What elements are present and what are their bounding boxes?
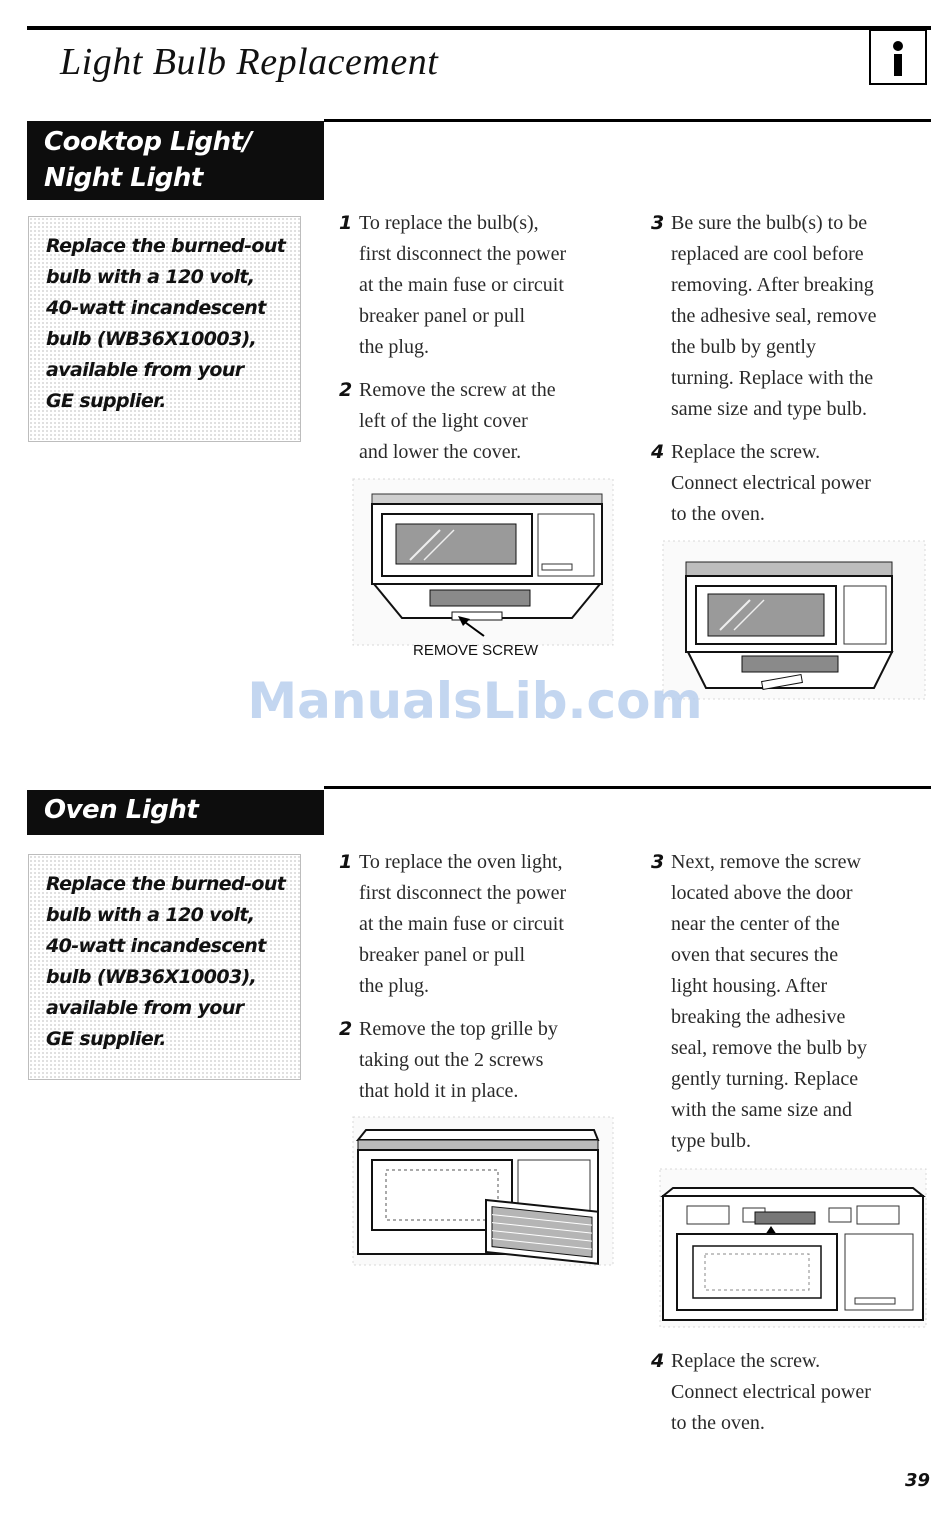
step-number: 4 (651, 441, 665, 463)
watermark: ManualsLib.com (247, 672, 703, 730)
step-1: 1 To replace the bulb(s), first disconne… (339, 208, 629, 363)
microwave-remove-screw-illustration (352, 478, 614, 646)
step-number: 1 (339, 851, 353, 873)
note-text: Replace the burned-out bulb with a 120 v… (46, 873, 286, 1050)
note-box-cooktop: Replace the burned-out bulb with a 120 v… (28, 216, 301, 442)
note-box-oven: Replace the burned-out bulb with a 120 v… (28, 854, 301, 1080)
page-number: 39 (904, 1470, 930, 1491)
note-text: Replace the burned-out bulb with a 120 v… (46, 235, 286, 412)
step-number: 3 (651, 851, 665, 873)
step-number: 2 (339, 1018, 353, 1040)
section-heading-cooktop-light: Cooktop Light/ Night Light (27, 121, 324, 200)
step-4: 4 Replace the screw. Connect electrical … (651, 1346, 936, 1439)
step-number: 1 (339, 212, 353, 234)
section-rule (324, 786, 931, 789)
microwave-light-cover-illustration (662, 540, 926, 700)
step-3: 3 Be sure the bulb(s) to be replaced are… (651, 208, 936, 425)
step-text: Next, remove the screw located above the… (671, 851, 868, 1152)
step-number: 3 (651, 212, 665, 234)
step-text: Replace the screw. Connect electrical po… (671, 441, 871, 525)
step-3: 3 Next, remove the screw located above t… (651, 847, 936, 1157)
step-2: 2 Remove the screw at the left of the li… (339, 375, 629, 468)
section-heading-oven-light: Oven Light (27, 790, 324, 835)
illustration-caption: REMOVE SCREW (413, 642, 539, 659)
section-rule (324, 119, 931, 122)
step-text: Remove the screw at the left of the ligh… (359, 379, 556, 463)
page-title: Light Bulb Replacement (60, 41, 439, 83)
info-icon (869, 29, 927, 85)
step-text: To replace the oven light, first disconn… (359, 851, 567, 997)
step-1: 1 To replace the oven light, first disco… (339, 847, 629, 1002)
step-text: To replace the bulb(s), first disconnect… (359, 212, 567, 358)
step-2: 2 Remove the top grille by taking out th… (339, 1014, 629, 1107)
top-rule (27, 26, 931, 30)
step-4: 4 Replace the screw. Connect electrical … (651, 437, 936, 530)
step-text: Remove the top grille by taking out the … (359, 1018, 558, 1102)
oven-light-housing-illustration (659, 1168, 927, 1328)
step-number: 2 (339, 379, 353, 401)
step-text: Be sure the bulb(s) to be replaced are c… (671, 212, 877, 420)
step-number: 4 (651, 1350, 665, 1372)
top-grille-removal-illustration (352, 1116, 614, 1266)
step-text: Replace the screw. Connect electrical po… (671, 1350, 871, 1434)
